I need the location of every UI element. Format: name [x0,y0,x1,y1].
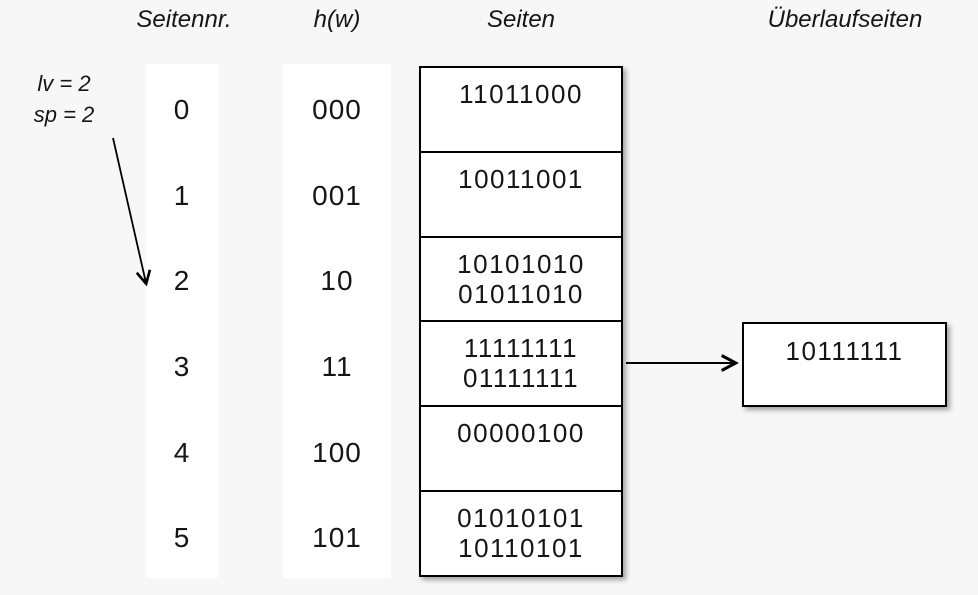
overflow-entry: 10111111 [785,336,904,366]
page-bucket-row: 10011001 [421,153,621,238]
bucket-entry: 01011010 [458,278,584,309]
page-number-cell: 3 [173,350,191,382]
page-bucket-row: 00000100 [421,407,621,493]
page-bucket-row: 11011000 [421,68,621,153]
page-number-cell: 2 [173,265,191,297]
hash-value-cell: 000 [312,93,362,125]
page-number-column: 0 1 2 3 4 5 [146,64,218,578]
bucket-entry: 10110101 [458,533,584,564]
overflow-page-box: 10111111 [742,322,947,407]
page-number-cell: 0 [173,93,191,125]
bucket-entry: 01111111 [462,363,580,394]
bucket-entry: 00000100 [457,418,585,449]
page-number-cell: 4 [173,436,191,468]
page-number-cell: 1 [173,179,191,211]
annotation-lv-sp: lv = 2 sp = 2 [18,68,110,130]
hash-value-cell: 10 [320,265,354,297]
hash-value-column: 000 001 10 11 100 101 [283,64,391,578]
hash-value-cell: 001 [312,179,362,211]
bucket-entry: 10011001 [458,163,584,194]
page-number-cell: 5 [173,522,191,554]
header-ueberlaufseiten: Überlaufseiten [767,6,923,33]
bucket-entry: 10101010 [457,248,585,279]
bucket-entry: 11011000 [459,79,583,109]
page-bucket-row: 11111111 01111111 [421,322,621,408]
page-bucket-row: 01010101 10110101 [421,492,621,575]
hash-value-cell: 11 [321,350,353,382]
header-seitennr: Seitennr. [136,6,232,33]
hash-value-cell: 101 [312,522,362,554]
hash-value-cell: 100 [312,436,362,468]
annotation-lv: lv = 2 [37,71,91,96]
header-hw: h(w) [313,6,361,33]
sp-pointer-arrow [112,137,146,283]
bucket-entry: 11111111 [463,333,579,364]
annotation-sp: sp = 2 [33,102,95,127]
bucket-entry: 01010101 [457,503,585,534]
pages-table: 11011000 10011001 10101010 01011010 1111… [419,66,623,577]
header-seiten: Seiten [486,6,556,33]
page-bucket-row: 10101010 01011010 [421,238,621,323]
